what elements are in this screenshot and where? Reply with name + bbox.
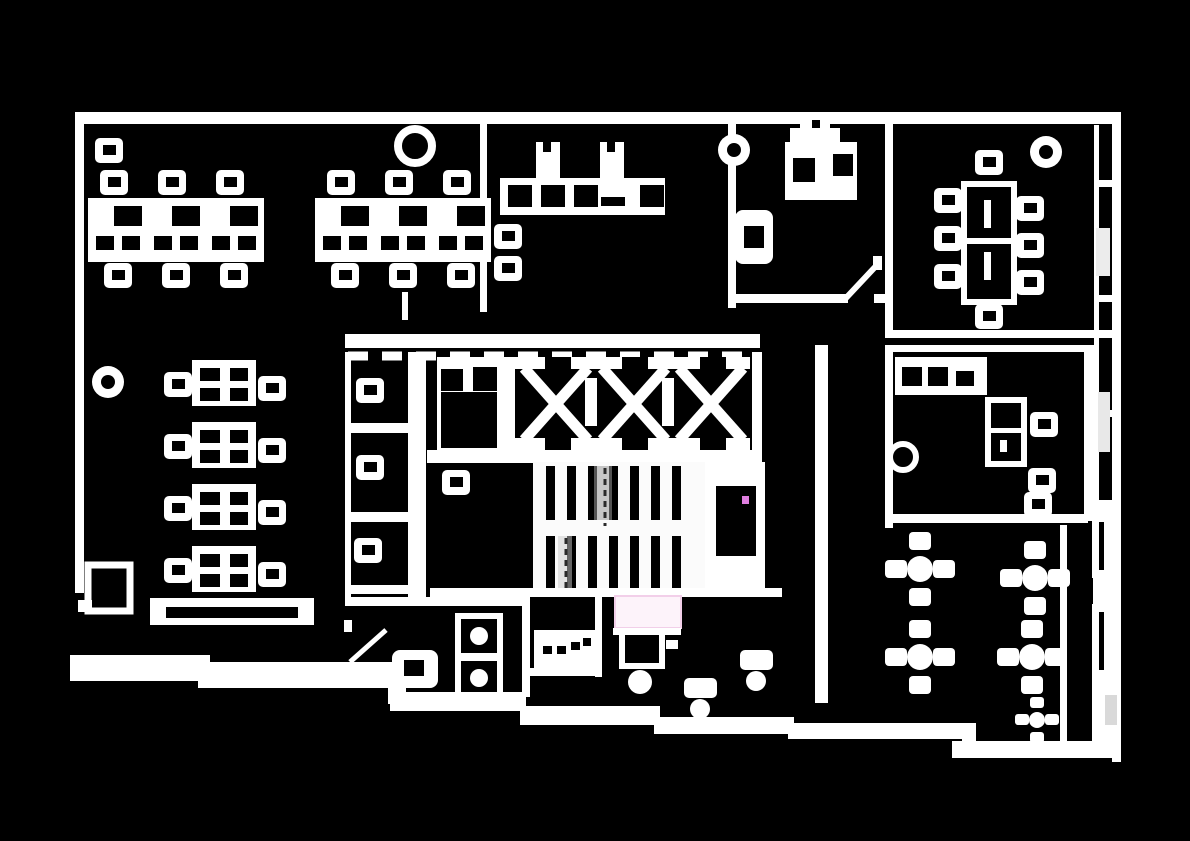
meeting-room-west-wall <box>885 345 893 528</box>
focus-booths <box>345 352 426 602</box>
corridor-wall-north <box>885 112 893 334</box>
core-north-wall <box>345 334 760 348</box>
round-chair <box>718 134 750 166</box>
open-office-north-west <box>88 125 522 288</box>
core-room-chair <box>442 470 470 495</box>
restroom-fixture <box>628 670 652 694</box>
conference-chair <box>934 226 962 251</box>
cabinet <box>84 561 134 615</box>
spine-corridor-wall <box>815 345 828 703</box>
inner-window-mullion <box>1060 525 1067 755</box>
conference-chair <box>1016 233 1044 258</box>
meeting-chair <box>1028 468 1056 493</box>
elevator-shaft-void <box>441 392 497 448</box>
workstation-cluster-2 <box>315 125 491 288</box>
private-office-north <box>718 114 857 264</box>
round-table <box>885 532 955 606</box>
office-west-wall <box>728 112 736 308</box>
conference-chair <box>1016 196 1044 221</box>
meeting-room-north-wall <box>888 345 1088 352</box>
round-chair <box>92 366 124 398</box>
conference-chair <box>975 304 1003 329</box>
ring-chair <box>394 125 436 167</box>
storage-north-wall <box>345 597 530 606</box>
booth-chair <box>356 455 384 480</box>
core-south-wall <box>430 588 782 597</box>
whiteboard-south-west <box>78 561 314 625</box>
meeting-room-south-wall <box>888 514 1088 523</box>
round-table <box>885 620 955 694</box>
building-core <box>345 334 782 602</box>
round-chair <box>1030 136 1062 168</box>
breakout-south-east <box>885 532 1070 743</box>
meeting-chair <box>1030 412 1058 437</box>
elevator-core <box>437 357 505 455</box>
shaft-wall <box>408 352 426 597</box>
office-south-wall <box>728 294 848 303</box>
conference-chair <box>934 188 962 213</box>
magenta-reference-tag <box>742 496 749 504</box>
east-wall <box>1112 112 1121 762</box>
round-chair <box>887 441 919 473</box>
elevator-car <box>473 367 497 391</box>
restroom-fixture <box>619 629 665 669</box>
desk-row <box>164 422 286 468</box>
round-table <box>997 620 1067 694</box>
office-door-swing <box>843 263 879 301</box>
storage-door-swing <box>348 628 388 664</box>
kitchenette-south <box>522 597 602 697</box>
booth-chair <box>356 378 384 403</box>
shelf-unit <box>455 655 503 701</box>
bench-desks-north-wall <box>500 142 665 215</box>
conference-south-wall <box>885 330 1120 338</box>
meeting-room-east <box>887 357 1058 517</box>
storage-room-south <box>344 597 530 701</box>
north-wall <box>75 112 1120 124</box>
south-wall <box>952 741 1120 758</box>
loose-chair <box>95 138 123 163</box>
small-table <box>1015 697 1059 743</box>
exterior-walls <box>70 112 1121 762</box>
cross-braced-bay <box>505 352 762 592</box>
workstation-cluster-1 <box>88 170 264 288</box>
west-desk-bank <box>92 360 286 592</box>
round-table <box>1000 541 1070 615</box>
stair-landing-slab <box>427 450 760 463</box>
loose-chair <box>494 256 522 281</box>
desk-row <box>164 546 286 592</box>
conference-chair <box>1016 270 1044 295</box>
window-wall-east <box>1060 125 1120 758</box>
conference-chair <box>975 150 1003 175</box>
window-glazing-line <box>1094 125 1099 505</box>
west-wall <box>75 112 84 593</box>
restroom-south <box>613 628 773 719</box>
meeting-chair <box>1024 492 1052 517</box>
toilet <box>684 678 717 719</box>
highlighted-door <box>614 595 682 629</box>
desk-row <box>164 360 286 406</box>
loose-chair <box>494 224 522 249</box>
elevator-car <box>441 369 463 391</box>
meeting-room-east-wall <box>1084 345 1098 521</box>
toilet <box>740 650 773 691</box>
stairwell <box>430 462 782 597</box>
desk-row <box>164 484 286 530</box>
conference-chair <box>934 264 962 289</box>
booth-chair <box>354 538 382 563</box>
conference-room-north-east <box>934 136 1062 329</box>
